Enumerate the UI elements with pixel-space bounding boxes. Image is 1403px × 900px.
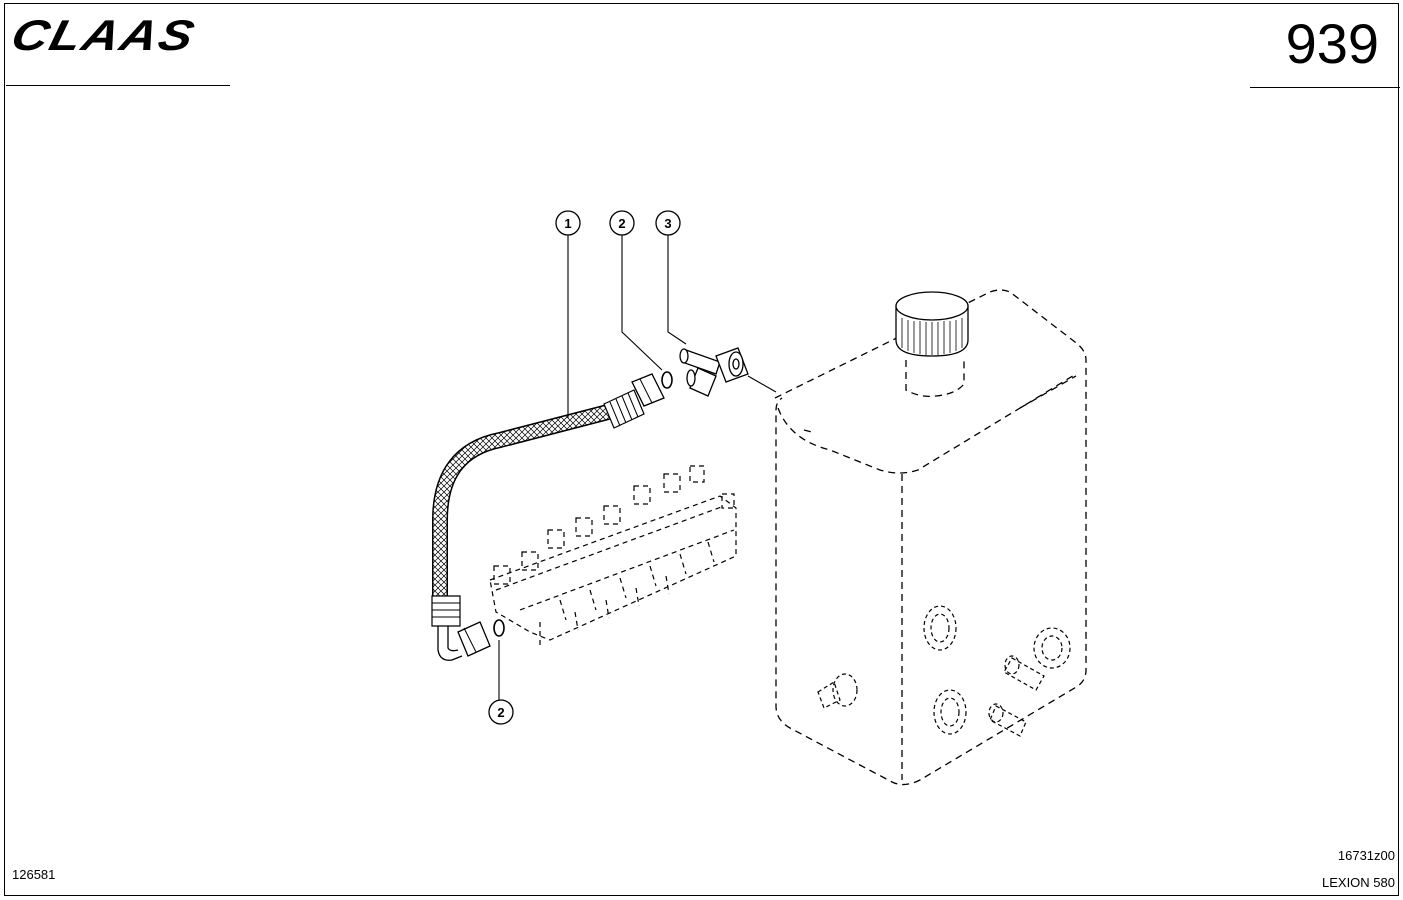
callout-2-top: 2: [609, 210, 635, 236]
tee-to-reservoir-line: [747, 375, 777, 393]
footer-drawing-id: 16731z00: [1337, 848, 1395, 863]
oil-reservoir: [774, 289, 1087, 786]
header-left-rule: [6, 85, 230, 86]
tee-fitting: [679, 347, 749, 397]
filler-cap: [895, 291, 969, 357]
sight-glass-lower: [933, 689, 967, 735]
callout-1-label: 1: [564, 216, 571, 231]
callout-2-top-label: 2: [618, 216, 625, 231]
callout-2-bottom-label: 2: [497, 705, 504, 720]
callout-1: 1: [555, 210, 581, 236]
port-fitting-right-lower: [988, 703, 1027, 737]
header-right-rule: [1250, 87, 1400, 88]
sight-glass-upper: [923, 605, 957, 651]
hydraulic-hose: [431, 373, 665, 661]
o-ring-lower: [493, 619, 505, 637]
port-fitting-right-upper: [1003, 655, 1045, 691]
callout-3-label: 3: [664, 216, 671, 231]
o-ring-upper: [661, 371, 673, 389]
footer-part-number: 126581: [12, 867, 56, 882]
sight-glass-right: [1033, 627, 1071, 669]
page-frame: [4, 3, 1399, 896]
port-fitting-left: [817, 673, 858, 709]
callout-2-bottom: 2: [488, 699, 514, 725]
control-valve-block: [489, 465, 737, 645]
page-number: 939: [1285, 12, 1379, 75]
footer-model: LEXION 580: [1322, 875, 1395, 890]
callout-leaders: [498, 235, 687, 700]
callout-3: 3: [655, 210, 681, 236]
